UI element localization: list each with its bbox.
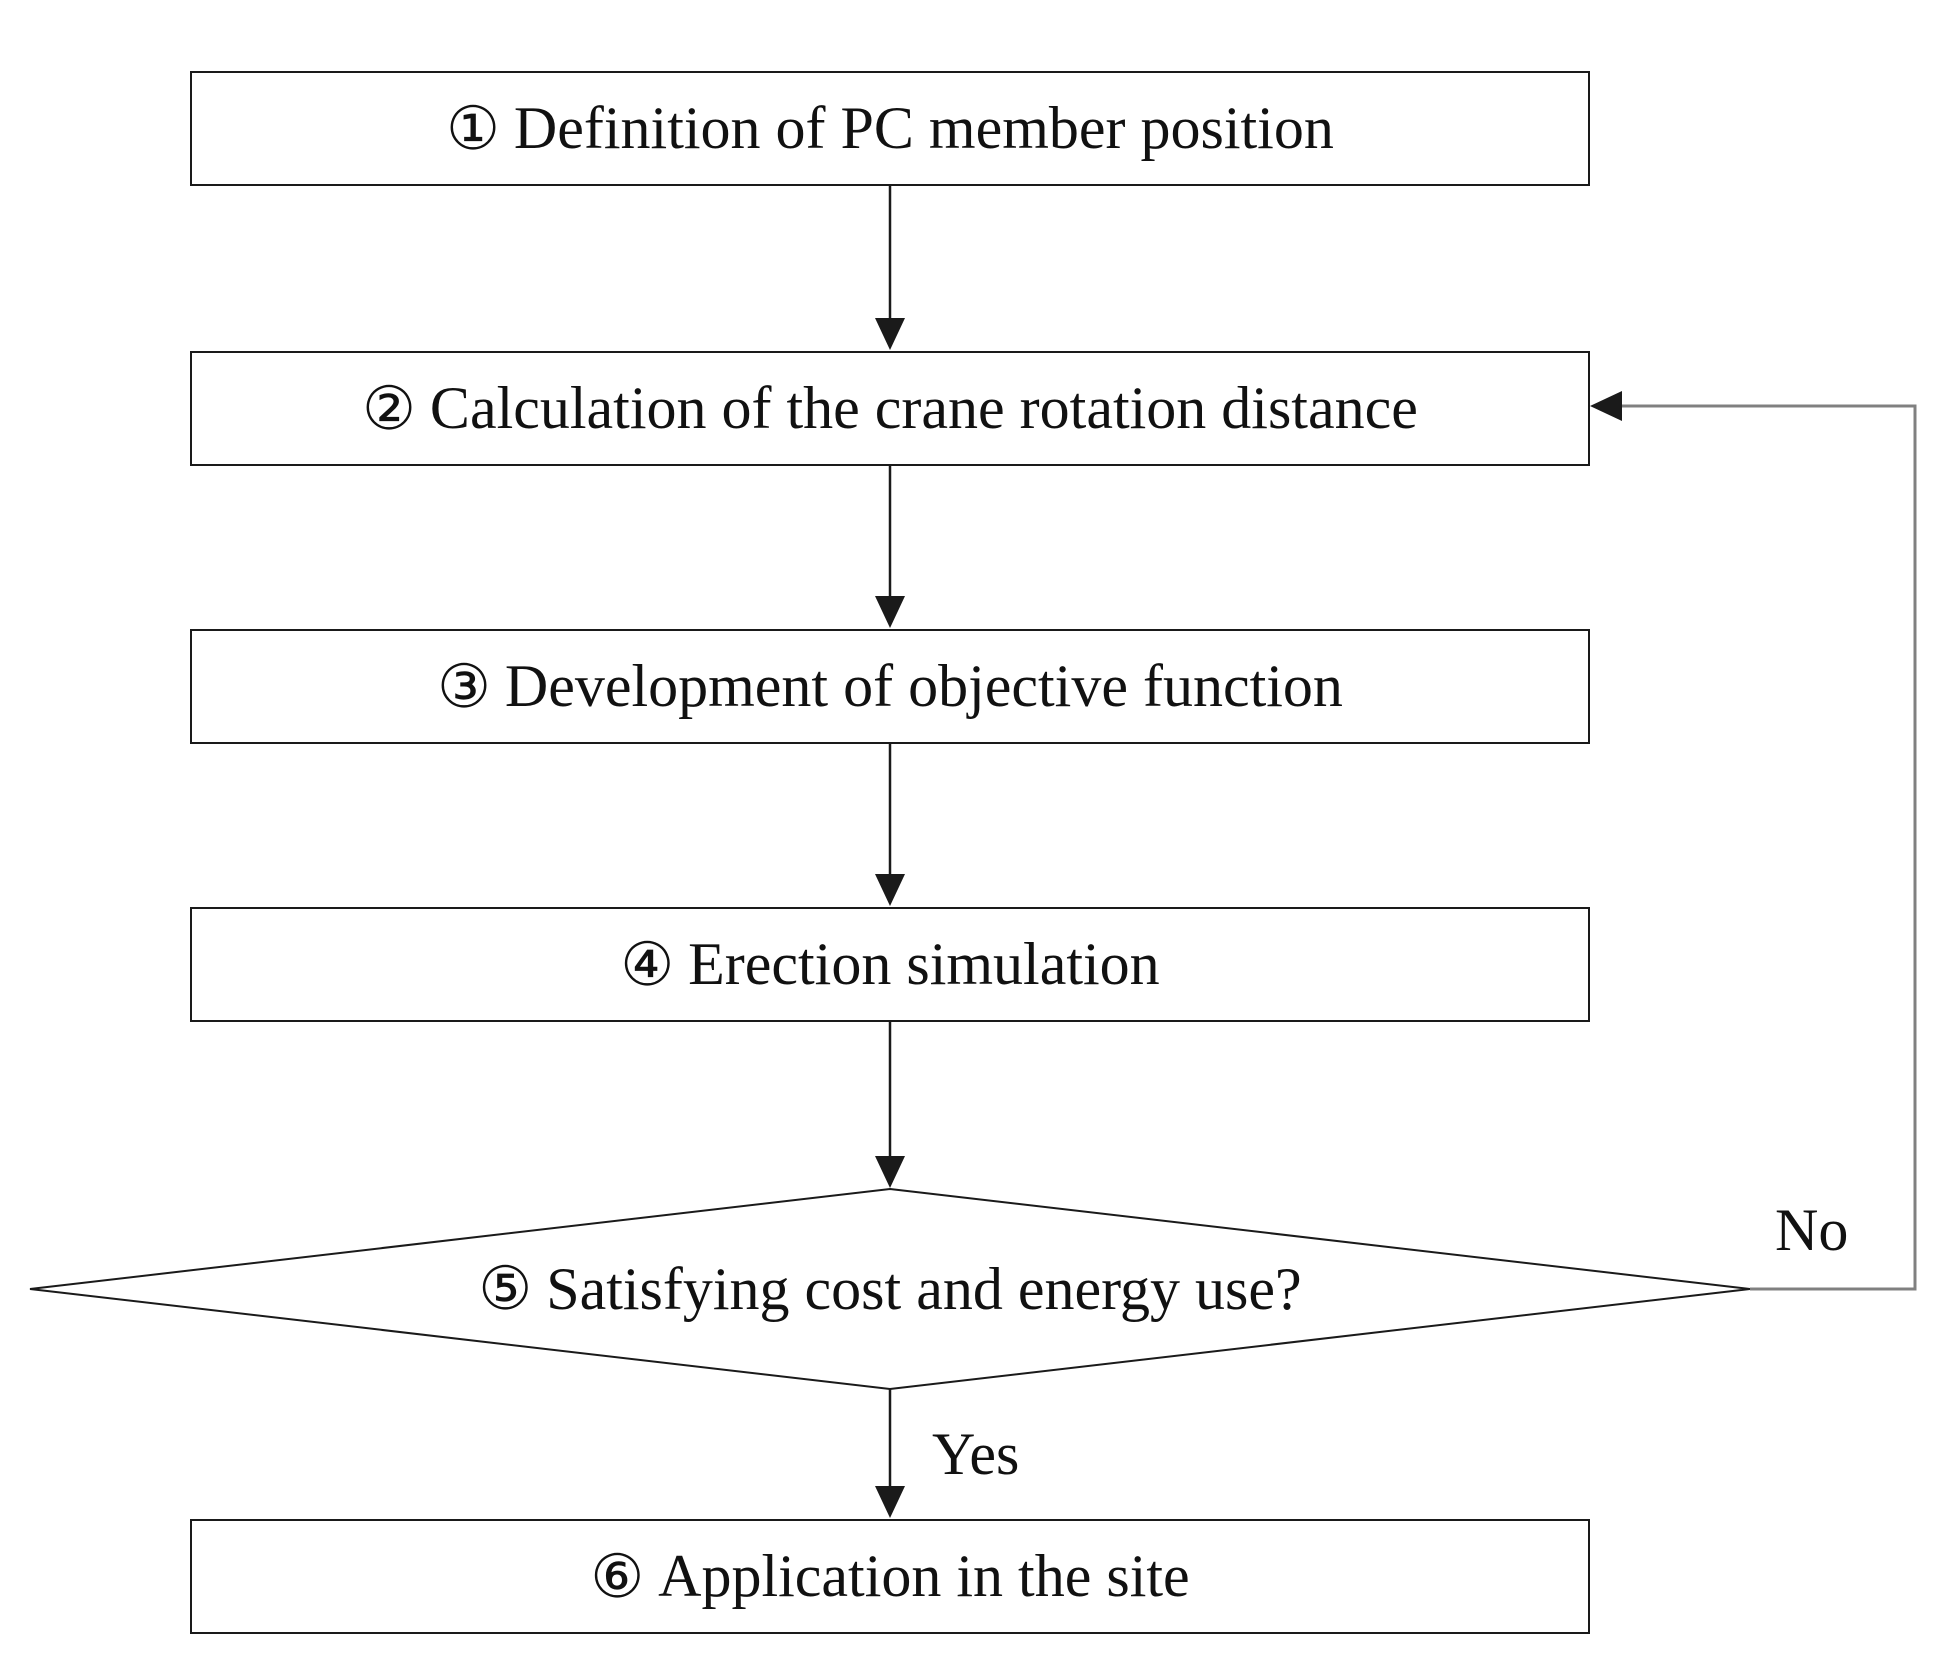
step-6-number: ⑥ [590,1543,645,1610]
step-2-box: ② Calculation of the crane rotation dist… [190,351,1590,466]
step-5-label: Satisfying cost and energy use? [546,1255,1302,1322]
step-6-label: Application in the site [658,1543,1190,1609]
branch-yes-label: Yes [932,1421,1020,1487]
step-4-label: Erection simulation [688,931,1160,997]
step-2-number: ② [362,375,416,442]
step-6-box: ⑥ Application in the site [190,1519,1590,1634]
arrowhead-feedback [1590,391,1622,421]
step-4-box: ④ Erection simulation [190,907,1590,1022]
feedback-loop-no [1620,404,1917,1291]
arrowhead-step5 [875,1156,905,1188]
step-4-number: ④ [620,931,675,998]
step-3-label: Development of objective function [504,653,1343,719]
step-1-number: ① [446,95,500,162]
step-5-number: ⑤ [478,1256,533,1322]
step-3-box: ③ Development of objective function [190,629,1590,744]
step-1-label: Definition of PC member position [513,95,1334,161]
arrowhead-step2 [875,318,905,350]
branch-no-label: No [1775,1197,1849,1263]
arrowhead-step6 [875,1486,905,1518]
step-5-decision-text: ⑤ Satisfying cost and energy use? [30,1189,1750,1389]
arrowhead-step4 [875,874,905,906]
step-1-box: ① Definition of PC member position [190,71,1590,186]
arrowhead-step3 [875,596,905,628]
step-3-number: ③ [437,653,491,720]
step-2-label: Calculation of the crane rotation distan… [429,375,1418,441]
